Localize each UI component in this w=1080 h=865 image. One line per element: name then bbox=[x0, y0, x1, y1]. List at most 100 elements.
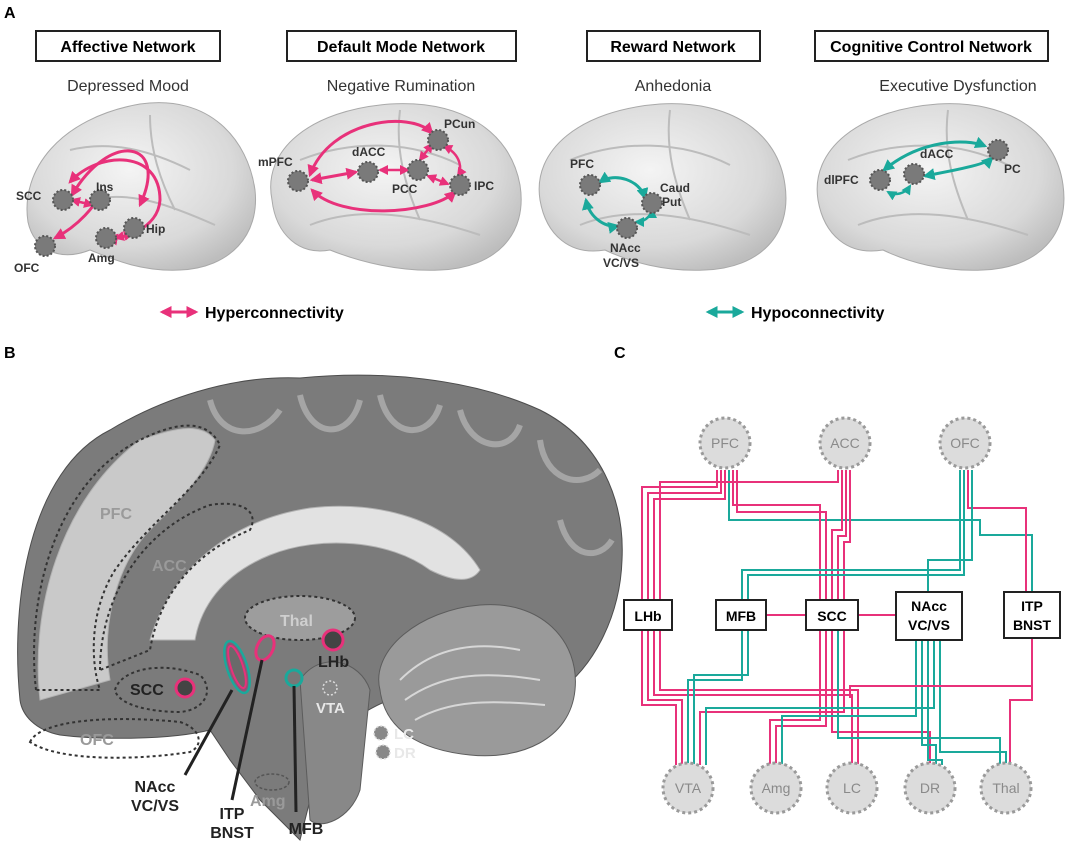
circuit-wire bbox=[837, 630, 1001, 765]
nucleus-label-dr: DR bbox=[394, 745, 416, 762]
circuit-node-pfc bbox=[698, 416, 752, 470]
circuit-wire bbox=[687, 630, 743, 765]
region-node bbox=[616, 217, 638, 239]
circuit-label-itp: ITP bbox=[1021, 598, 1043, 614]
circuit-wire bbox=[831, 470, 843, 600]
callout-label-mfb: MFB bbox=[289, 821, 324, 838]
panel-letter-a: A bbox=[4, 5, 16, 22]
network-title: Affective Network bbox=[60, 39, 195, 56]
circuit-node-vta bbox=[661, 761, 715, 815]
circuit-node-ofc bbox=[938, 416, 992, 470]
circuit-node-amg bbox=[749, 761, 803, 815]
circuit-wire bbox=[647, 470, 722, 600]
hyper-connection bbox=[310, 188, 457, 213]
affective-network-panel: Affective Network Depressed Mood SCC Ins… bbox=[14, 30, 257, 275]
network-title: Default Mode Network bbox=[317, 39, 485, 56]
itp-callout-line bbox=[230, 659, 264, 801]
region-label: dACC bbox=[352, 145, 386, 159]
network-symptom: Anhedonia bbox=[635, 78, 712, 95]
circuit-box-nacc bbox=[895, 591, 963, 641]
legend: Hyperconnectivity Hypoconnectivity bbox=[159, 305, 884, 322]
circuit-label-vta: VTA bbox=[675, 780, 702, 796]
circuit-wire bbox=[693, 630, 749, 765]
nacc-callout-line bbox=[183, 689, 234, 776]
circuit-wire bbox=[705, 640, 935, 765]
gyri-detail bbox=[207, 394, 615, 557]
nucleus-label-lc: LC bbox=[394, 726, 414, 743]
circuit-node-dr bbox=[903, 761, 957, 815]
circuit-wire bbox=[781, 640, 917, 765]
network-symptom: Depressed Mood bbox=[67, 78, 189, 95]
circuit-label-nacc: NAcc bbox=[911, 598, 947, 614]
circuit-wire bbox=[831, 630, 931, 765]
region-label: VC/VS bbox=[603, 256, 639, 270]
hypo-connection bbox=[598, 171, 649, 201]
region-label: OFC bbox=[14, 261, 40, 275]
sagittal-brain-section: PFC ACC Thal SCC OFC Amg LHb VTA LC DR N… bbox=[17, 374, 623, 842]
circuit-wire bbox=[1009, 660, 1033, 765]
hypo-connection bbox=[582, 197, 621, 234]
lhb-target bbox=[321, 628, 345, 652]
circuit-wire bbox=[967, 470, 1027, 593]
circuit-wire bbox=[741, 470, 961, 600]
circuit-wire bbox=[641, 470, 718, 600]
circuit-wire bbox=[769, 630, 821, 765]
region-label: mPFC bbox=[258, 155, 293, 169]
circuit-label-mfb: MFB bbox=[726, 608, 756, 624]
callout-label-nacc: NAcc bbox=[135, 779, 176, 796]
circuit-label-lhb: LHb bbox=[634, 608, 661, 624]
network-title-box bbox=[814, 30, 1049, 62]
circuit-label-bnst: BNST bbox=[1013, 617, 1052, 633]
circuit-box-scc bbox=[805, 599, 859, 631]
region-label-pfc: PFC bbox=[100, 506, 132, 523]
region-node bbox=[357, 161, 379, 183]
callout-label-bnst: BNST bbox=[210, 825, 254, 842]
region-node bbox=[427, 129, 449, 151]
hypo-connection bbox=[882, 136, 988, 172]
lc-node bbox=[373, 725, 389, 741]
region-node bbox=[987, 139, 1009, 161]
circuit-wire bbox=[927, 470, 973, 593]
brain-surface bbox=[26, 102, 257, 271]
circuit-label-vcvs: VC/VS bbox=[908, 617, 950, 633]
circuit-label-thal: Thal bbox=[992, 780, 1019, 796]
circuit-wire bbox=[728, 470, 1033, 593]
region-node bbox=[449, 174, 471, 196]
network-title-box bbox=[586, 30, 761, 62]
vta-node bbox=[322, 680, 338, 696]
circuit-wire bbox=[775, 630, 827, 765]
region-node bbox=[869, 169, 891, 191]
circuit-label-amg: Amg bbox=[762, 780, 791, 796]
network-symptom: Executive Dysfunction bbox=[879, 78, 1036, 95]
amg-outline bbox=[254, 773, 290, 791]
region-label: SCC bbox=[16, 189, 42, 203]
circuit-wire bbox=[699, 630, 845, 765]
hypo-connection bbox=[922, 156, 994, 181]
nucleus-label-vta: VTA bbox=[316, 700, 345, 717]
nacc-target-inner bbox=[227, 644, 247, 690]
region-label: PFC bbox=[570, 157, 594, 171]
region-node bbox=[34, 235, 56, 257]
scc-target bbox=[174, 677, 196, 699]
region-label: Caud bbox=[660, 181, 690, 195]
dr-node bbox=[375, 744, 391, 760]
callout-label-itp: ITP bbox=[220, 806, 245, 823]
circuit-wire bbox=[659, 630, 859, 765]
mfb-callout-line bbox=[292, 685, 298, 813]
hypo-legend-label: Hypoconnectivity bbox=[751, 305, 884, 322]
cerebellum-folia bbox=[399, 645, 546, 721]
circuit-wire bbox=[641, 630, 677, 765]
region-label-acc: ACC bbox=[152, 558, 187, 575]
circuit-label-dr: DR bbox=[920, 780, 940, 796]
nucleus-label-lhb: LHb bbox=[318, 654, 349, 671]
pfc-white-matter bbox=[37, 427, 216, 701]
pfc-outline bbox=[33, 424, 222, 691]
circuit-node-thal bbox=[979, 761, 1033, 815]
cognitive-control-network-panel: Cognitive Control Network Executive Dysf… bbox=[814, 30, 1065, 271]
circuit-label-lc: LC bbox=[843, 780, 861, 796]
network-title-box bbox=[286, 30, 517, 62]
circuit-label-pfc: PFC bbox=[711, 435, 739, 451]
region-label: dlPFC bbox=[824, 173, 859, 187]
circuit-wire bbox=[653, 630, 853, 765]
